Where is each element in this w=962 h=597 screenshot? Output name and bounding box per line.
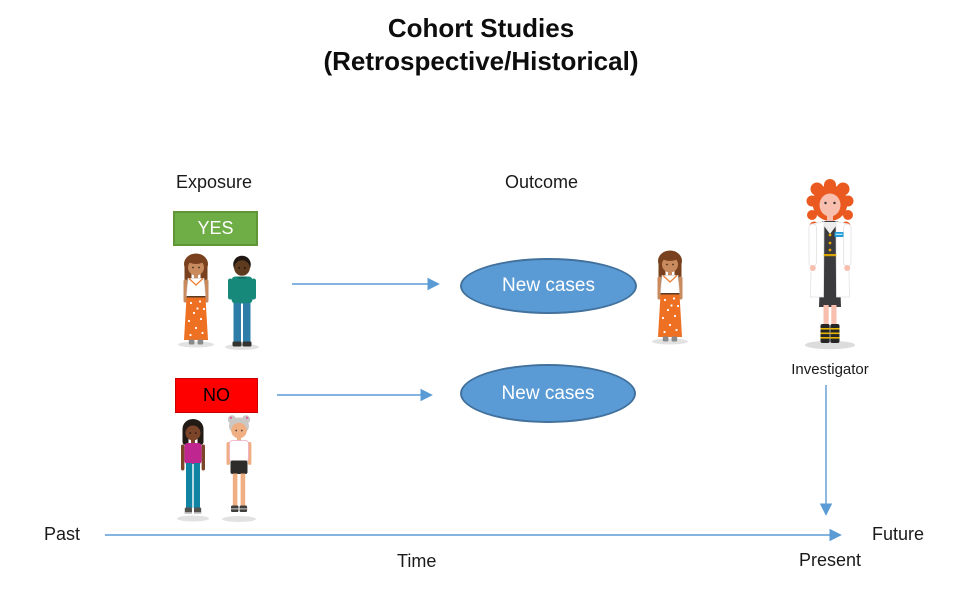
exposure-no-box: NO — [175, 378, 258, 413]
timeline-time-label: Time — [397, 551, 437, 571]
investigator-label: Investigator — [791, 361, 869, 378]
outcome-header: Outcome — [505, 172, 579, 192]
page-title: Cohort Studies (Retrospective/Historical… — [0, 12, 962, 78]
man-teal-sweater-icon — [225, 255, 259, 350]
outcome-case-woman-icon — [651, 249, 689, 346]
timeline-past-label: Past — [44, 524, 81, 544]
new-cases-ellipse-unexposed: New cases — [460, 364, 636, 423]
new-cases-label-exposed: New cases — [502, 275, 595, 296]
new-cases-ellipse-exposed: New cases — [460, 258, 637, 314]
investigator-icon — [804, 178, 856, 350]
woman-orange-skirt-icon — [177, 252, 215, 348]
exposure-yes-label: YES — [197, 218, 234, 238]
exposure-yes-box: YES — [173, 211, 258, 246]
exposure-header: Exposure — [176, 172, 253, 192]
woman-pink-top-icon — [177, 419, 209, 522]
title-line-1: Cohort Studies — [387, 13, 575, 43]
exposure-no-label: NO — [203, 385, 230, 405]
elderly-woman-icon — [221, 414, 257, 523]
timeline-future-label: Future — [872, 524, 925, 544]
title-line-2: (Retrospective/Historical) — [323, 46, 639, 76]
new-cases-label-unexposed: New cases — [501, 382, 595, 404]
timeline-present-label: Present — [798, 550, 862, 570]
